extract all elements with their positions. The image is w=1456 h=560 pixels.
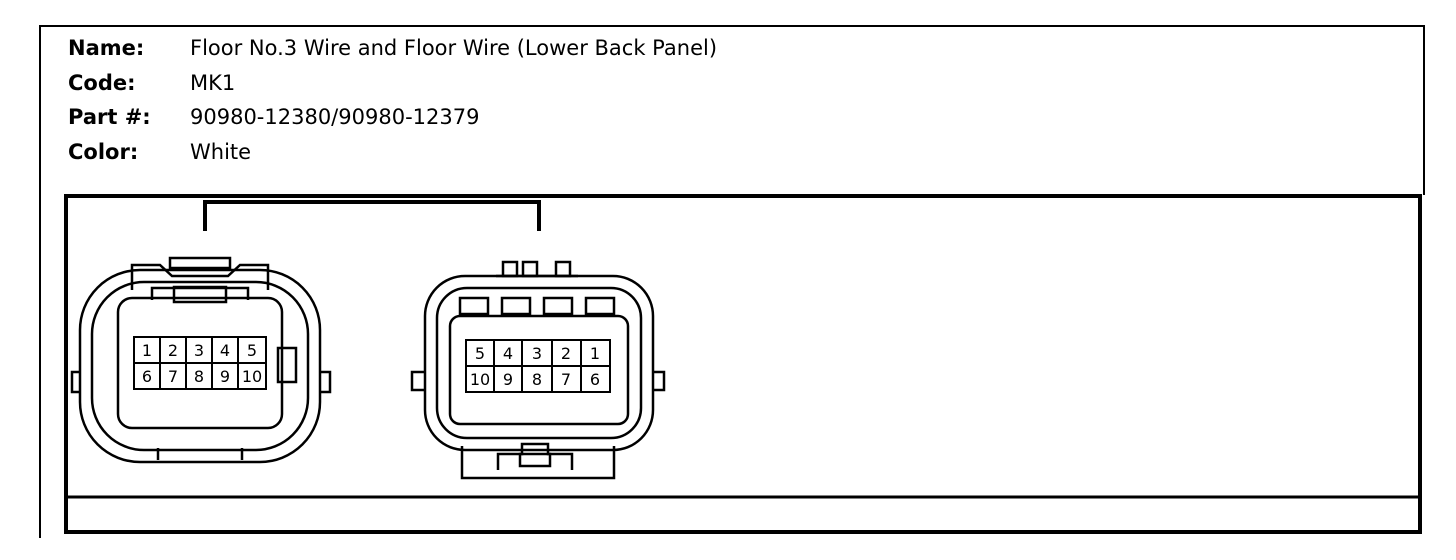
- right-pin-label: 7: [561, 370, 571, 389]
- name-value: Floor No.3 Wire and Floor Wire (Lower Ba…: [190, 36, 718, 60]
- code-value: MK1: [190, 71, 236, 95]
- left-pin-label: 3: [194, 341, 204, 360]
- right-pin-label: 6: [590, 370, 600, 389]
- color-label: Color:: [68, 140, 139, 164]
- right-connector-pins: 5 4 3 2 1 10 9 8 7 6: [470, 344, 600, 389]
- left-pin-label: 4: [220, 341, 230, 360]
- color-value: White: [190, 140, 252, 164]
- left-pin-label: 6: [142, 367, 152, 386]
- info-row-code: Code: MK1: [68, 70, 235, 96]
- info-row-color: Color: White: [68, 139, 251, 165]
- left-connector: [70, 256, 332, 464]
- left-pin-label: 9: [220, 367, 230, 386]
- left-pin-label: 8: [194, 367, 204, 386]
- right-pin-label: 1: [590, 344, 600, 363]
- info-row-part: Part #: 90980-12380/90980-12379: [68, 104, 479, 130]
- right-pin-label: 2: [561, 344, 571, 363]
- right-pin-label: 5: [475, 344, 485, 363]
- left-pin-label: 1: [142, 341, 152, 360]
- part-label: Part #:: [68, 105, 151, 129]
- left-pin-label: 2: [168, 341, 178, 360]
- sheet-border: [39, 25, 1425, 538]
- left-pin-label: 7: [168, 367, 178, 386]
- code-label: Code:: [68, 71, 136, 95]
- name-label: Name:: [68, 36, 145, 60]
- right-connector: [410, 260, 666, 480]
- left-pin-label: 5: [247, 341, 257, 360]
- pairing-bracket: [203, 200, 541, 231]
- diagram-box: [64, 194, 1422, 534]
- part-value: 90980-12380/90980-12379: [190, 105, 480, 129]
- right-pin-label: 4: [503, 344, 513, 363]
- right-pin-label: 8: [532, 370, 542, 389]
- right-pin-label: 9: [503, 370, 513, 389]
- info-row-name: Name: Floor No.3 Wire and Floor Wire (Low…: [68, 35, 717, 61]
- left-pin-label: 10: [242, 367, 262, 386]
- right-pin-label: 3: [532, 344, 542, 363]
- right-pin-label: 10: [470, 370, 490, 389]
- left-connector-pins: 1 2 3 4 5 6 7 8 9 10: [142, 341, 262, 386]
